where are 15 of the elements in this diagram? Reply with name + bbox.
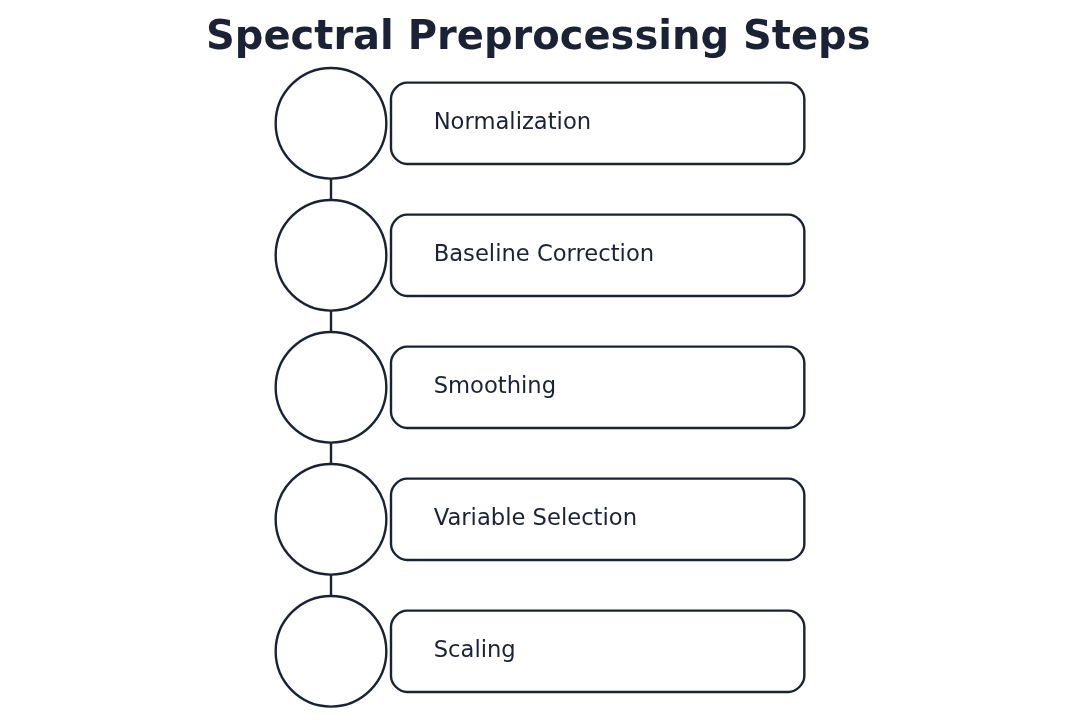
node-circle [274,594,388,708]
node-box: Smoothing [389,345,806,430]
node-circle [274,198,388,312]
node-box: Variable Selection [389,477,806,562]
node-box: Baseline Correction [389,213,806,298]
connector [329,442,333,464]
diagram-title: Spectral Preprocessing Steps [206,12,871,59]
connector [329,310,333,332]
connector [329,178,333,200]
node-circle [274,330,388,444]
node-circle [274,462,388,576]
node-box: Normalization [389,81,806,166]
node-circle [274,66,388,180]
node-box: Scaling [389,609,806,694]
connector [329,574,333,596]
